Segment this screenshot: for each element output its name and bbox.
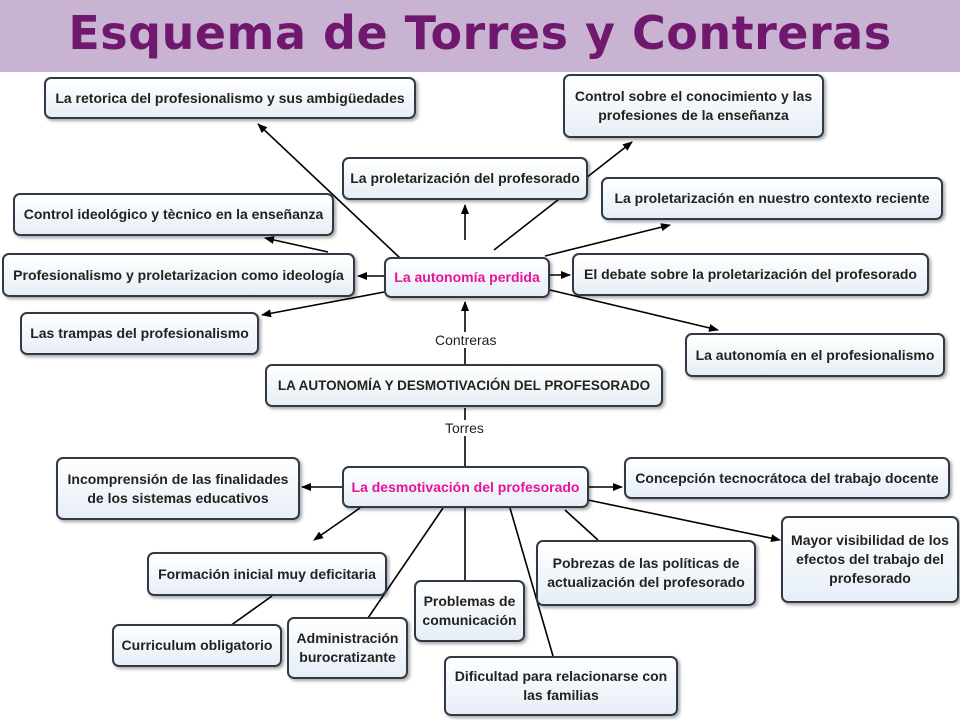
node-retorica-profesionalismo: La retorica del profesionalismo y sus am…: [44, 77, 416, 119]
node-profesionalismo-ideologia: Profesionalismo y proletarizacion como i…: [2, 253, 355, 297]
node-autonomia-profesionalismo: La autonomía en el profesionalismo: [685, 333, 945, 377]
link-label-torres: Torres: [443, 420, 486, 436]
connector-line: [229, 595, 273, 627]
node-debate-proletarizacion: El debate sobre la proletarización del p…: [572, 253, 929, 296]
hub-desmotivacion: La desmotivación del profesorado: [342, 466, 589, 508]
node-proletarizacion-contexto: La proletarización en nuestro contexto r…: [601, 177, 943, 220]
node-administracion-burocratizante: Administración burocratizante: [287, 617, 408, 679]
node-dificultad-familias: Dificultad para relacionarse con las fam…: [444, 656, 678, 716]
title-bar: Esquema de Torres y Contreras: [0, 0, 960, 72]
connector-arrow: [261, 291, 385, 318]
node-concepcion-tecnocratica: Concepción tecnocrátoca del trabajo doce…: [624, 457, 950, 499]
node-pobrezas-politicas: Pobrezas de las políticas de actualizaci…: [536, 540, 756, 606]
node-control-conocimiento: Control sobre el conocimiento y las prof…: [563, 74, 824, 138]
node-formacion-inicial: Formación inicial muy deficitaria: [147, 552, 387, 596]
connector-arrow: [264, 236, 329, 253]
node-incomprension-finalidades: Incomprensión de las finalidades de los …: [56, 457, 300, 520]
node-curriculum-obligatorio: Curriculum obligatorio: [112, 624, 282, 667]
connector-line: [564, 509, 599, 541]
connector-arrow: [549, 289, 719, 332]
connector-arrow: [257, 123, 401, 259]
connector-arrow: [544, 223, 671, 257]
node-control-ideologico: Control ideológico y tècnico en la enseñ…: [13, 193, 334, 236]
node-problemas-comunicacion: Problemas de comunicación: [414, 580, 525, 642]
connector-line: [509, 507, 554, 657]
central-node: LA AUTONOMÍA Y DESMOTIVACIÓN DEL PROFESO…: [265, 364, 663, 407]
link-label-contreras: Contreras: [433, 332, 499, 348]
connector-arrow: [587, 499, 781, 543]
node-proletarizacion-profesorado: La proletarización del profesorado: [342, 157, 588, 200]
node-mayor-visibilidad: Mayor visibilidad de los efectos del tra…: [781, 516, 959, 603]
connector-arrow: [313, 507, 361, 541]
hub-autonomia-perdida: La autonomía perdida: [384, 257, 550, 298]
node-trampas-profesionalismo: Las trampas del profesionalismo: [20, 312, 259, 355]
page-title: Esquema de Torres y Contreras: [68, 6, 892, 60]
connector-line: [367, 507, 444, 619]
